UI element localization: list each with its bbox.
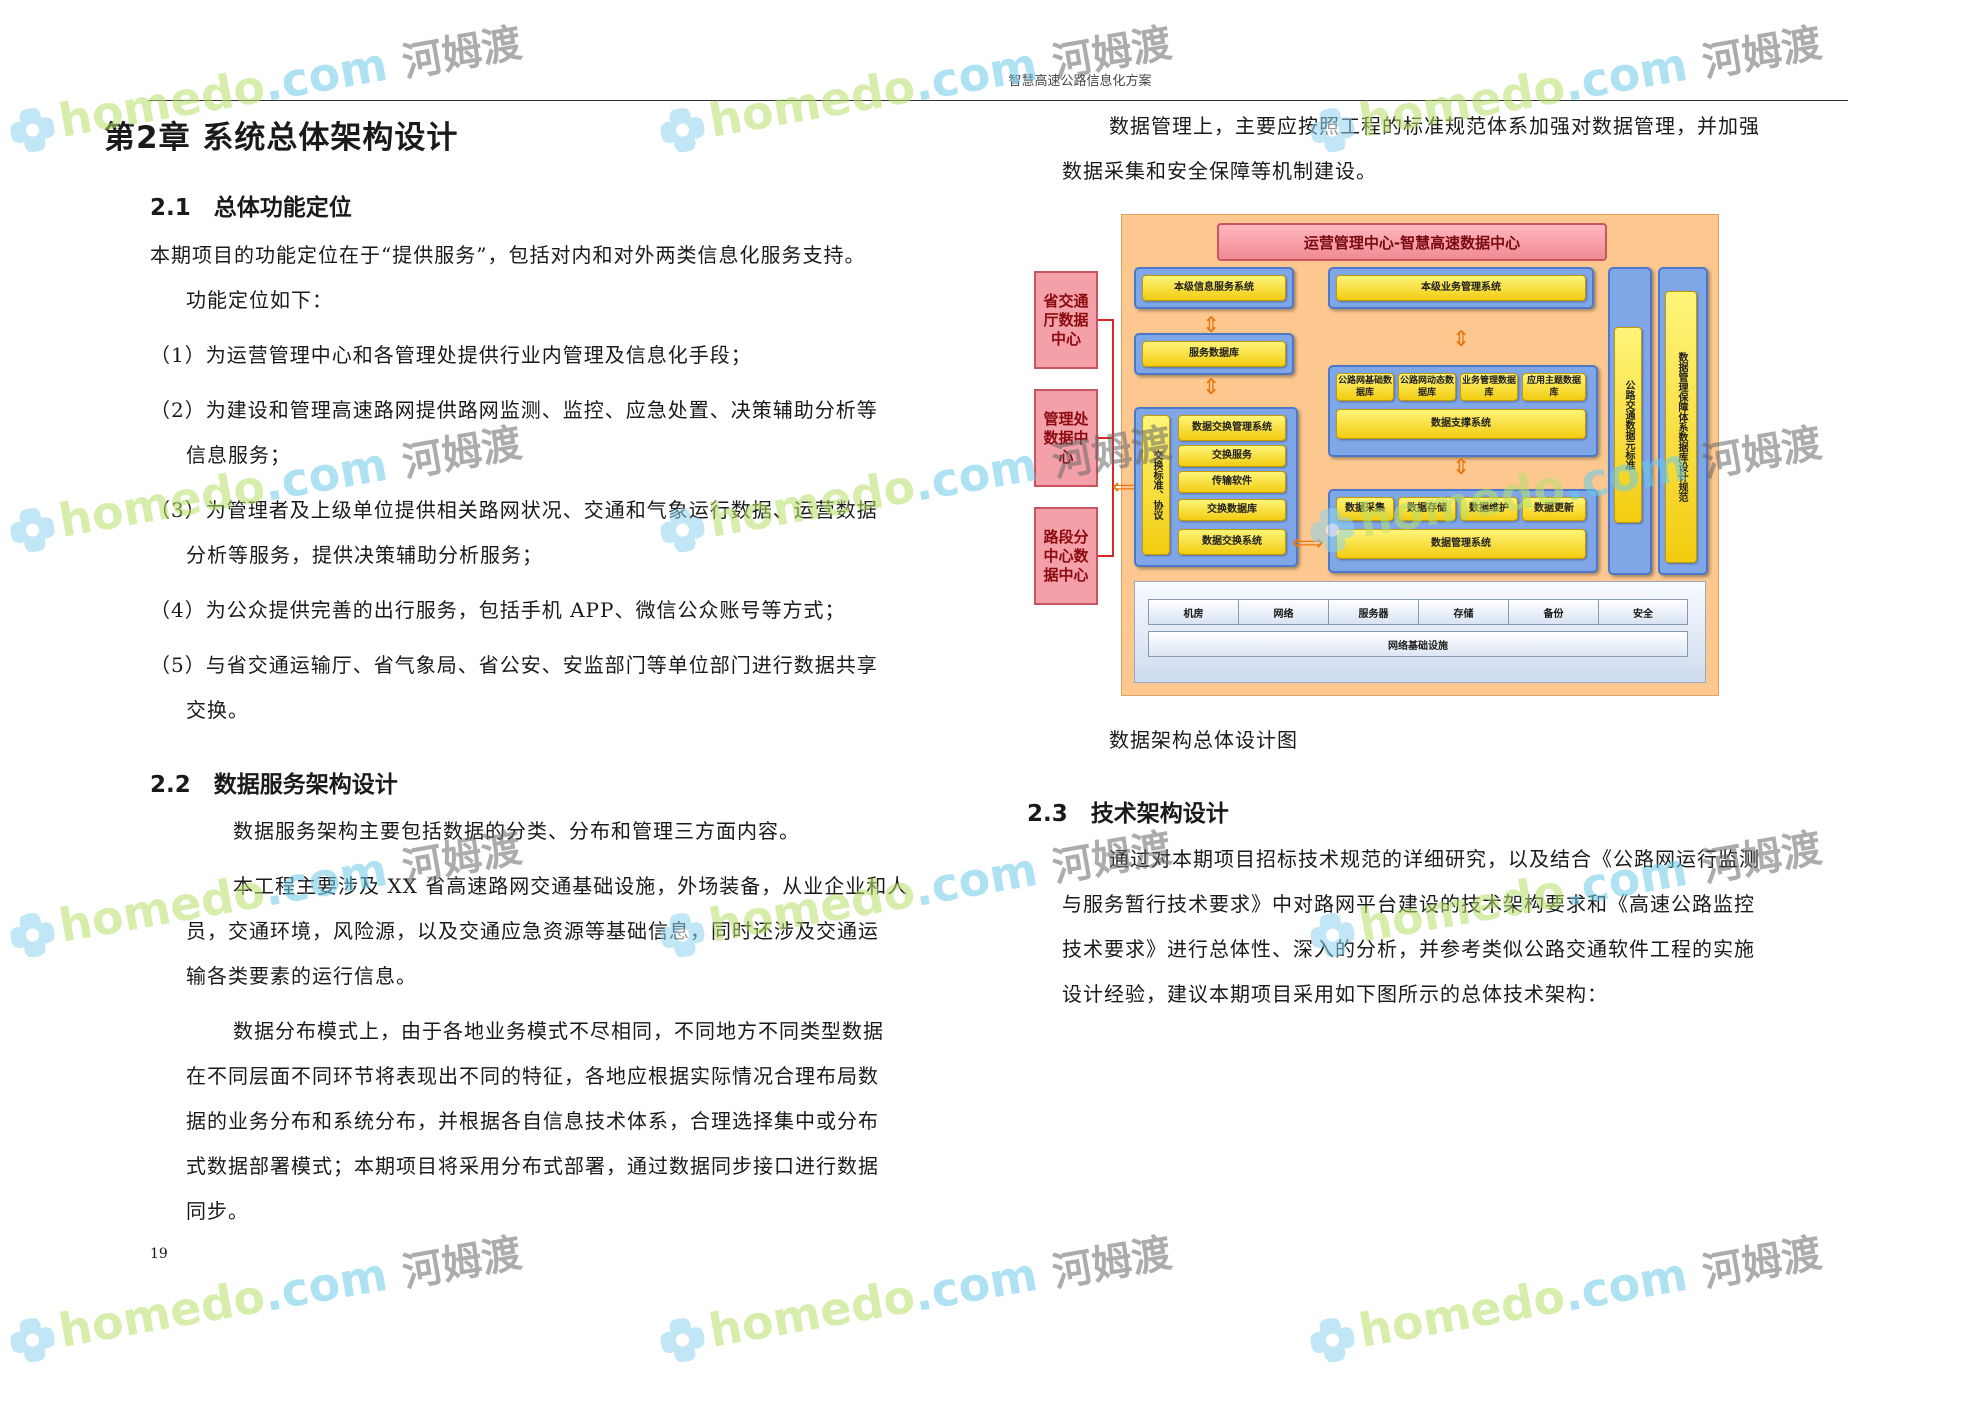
infra-item: 网络 (1239, 600, 1329, 624)
flower-logo-icon (6, 1314, 58, 1366)
paragraph-line: 员，交通环境，风险源，以及交通应急资源等基础信息，同时还涉及交通运 (186, 919, 879, 943)
list-item: （3）为管理者及上级单位提供相关路网状况、交通和气象运行数据、运营数据 (150, 498, 878, 522)
service-db-box: 服务数据库 (1142, 341, 1286, 367)
infra-item: 服务器 (1329, 600, 1419, 624)
transfer-software-box: 传输软件 (1178, 471, 1286, 493)
header-rule (148, 100, 1848, 101)
exchange-mgmt-box: 数据交换管理系统 (1178, 415, 1286, 441)
mgmt-item-box: 数据采集 (1336, 497, 1394, 521)
exchange-system-box: 数据交换系统 (1178, 529, 1286, 555)
province-data-center-box: 省交通厅数据中心 (1034, 271, 1098, 369)
list-item: （5）与省交通运输厅、省气象局、省公安、安监部门等单位部门进行数据共享 (150, 653, 878, 677)
vertical-arrow-icon: ⇕ (1452, 327, 1471, 352)
info-service-frame: 本级信息服务系统 (1134, 267, 1294, 309)
exchange-db-box: 交换数据库 (1178, 499, 1286, 521)
watermark: homedo.com 河姆渡 (655, 1220, 1176, 1367)
infra-row: 机房 网络 服务器 存储 备份 安全 (1148, 599, 1688, 625)
exchange-standard-box: 交换标准、协议 (1142, 415, 1170, 555)
exchange-service-box: 交换服务 (1178, 445, 1286, 467)
paragraph-line: 本工程主要涉及 XX 省高速路网交通基础设施，外场装备，从业企业和人 (233, 874, 909, 898)
connector-line (1098, 319, 1112, 321)
list-item-cont: 信息服务； (186, 443, 291, 467)
horizontal-arrow-icon: ⟺ (1292, 531, 1324, 556)
paragraph-line: 式数据部署模式；本期项目将采用分布式部署，通过数据同步接口进行数据 (186, 1154, 879, 1178)
connector-line (1098, 555, 1112, 557)
mgmt-system-box: 数据管理系统 (1336, 529, 1586, 559)
vertical-arrow-icon: ⇕ (1452, 455, 1471, 480)
business-mgmt-frame: 本级业务管理系统 (1328, 267, 1594, 309)
support-db-box: 公路网动态数据库 (1398, 373, 1456, 401)
running-header: 智慧高速公路信息化方案 (1008, 74, 1152, 89)
paragraph-line: 数据服务架构主要包括数据的分类、分布和管理三方面内容。 (233, 819, 800, 843)
watermark: homedo.com 河姆渡 (1305, 1220, 1826, 1367)
paragraph-line: 技术要求》进行总体性、深入的分析，并参考类似公路交通软件工程的实施 (1062, 937, 1755, 961)
service-db-frame: 服务数据库 (1134, 333, 1294, 375)
flower-logo-icon (6, 909, 58, 961)
paragraph-lead: 功能定位如下： (186, 288, 333, 312)
list-item: （2）为建设和管理高速路网提供路网监测、监控、应急处置、决策辅助分析等 (150, 398, 878, 422)
vertical-arrow-icon: ⇕ (1202, 375, 1221, 400)
figure-caption: 数据架构总体设计图 (1109, 728, 1298, 752)
road-standard-box: 公路交通数据元标准 (1614, 327, 1642, 523)
list-item-cont: 交换。 (186, 698, 249, 722)
list-item-cont: 分析等服务，提供决策辅助分析服务； (186, 543, 543, 567)
paragraph-line: 与服务暂行技术要求》中对路网平台建设的技术架构要求和《高速公路监控 (1062, 892, 1755, 916)
paragraph-line: 数据分布模式上，由于各地业务模式不尽相同，不同地方不同类型数据 (233, 1019, 884, 1043)
info-service-box: 本级信息服务系统 (1142, 275, 1286, 301)
support-db-box: 应用主题数据库 (1522, 373, 1586, 401)
section-heading-2-3: 2.3 技术架构设计 (1027, 801, 1229, 827)
section-heading-2-2: 2.2 数据服务架构设计 (150, 772, 398, 798)
security-standard-box: 数据管理保障体系数据库设计规范 (1665, 291, 1697, 563)
mgmt-item-box: 数据维护 (1460, 497, 1518, 521)
infra-item: 备份 (1509, 600, 1599, 624)
paragraph-intro: 本期项目的功能定位在于“提供服务”，包括对内和对外两类信息化服务支持。 (150, 243, 866, 267)
flower-logo-icon (656, 104, 708, 156)
flower-logo-icon (656, 1314, 708, 1366)
support-db-box: 公路网基础数据库 (1336, 373, 1394, 401)
flower-logo-icon (6, 504, 58, 556)
network-infra-box: 网络基础设施 (1148, 631, 1688, 657)
list-item: （1）为运营管理中心和各管理处提供行业内管理及信息化手段； (150, 343, 752, 367)
mgmt-item-box: 数据更新 (1522, 497, 1586, 521)
paragraph-line: 据的业务分布和系统分布，并根据各自信息技术体系，合理选择集中或分布 (186, 1109, 879, 1133)
connector-line (1112, 319, 1114, 557)
watermark: homedo.com 河姆渡 (5, 1220, 526, 1367)
infra-item: 机房 (1149, 600, 1239, 624)
infra-item: 存储 (1419, 600, 1509, 624)
mgmt-item-box: 数据存储 (1398, 497, 1456, 521)
flower-logo-icon (1306, 1314, 1358, 1366)
paragraph-line: 同步。 (186, 1199, 249, 1223)
section-heading-2-1: 2.1 总体功能定位 (150, 195, 352, 221)
page-number: 19 (150, 1246, 168, 1262)
paragraph-line: 数据采集和安全保障等机制建设。 (1062, 159, 1377, 183)
support-db-box: 业务管理数据库 (1460, 373, 1518, 401)
paragraph-line: 通过对本期项目招标技术规范的详细研究，以及结合《公路网运行监测 (1109, 847, 1760, 871)
flower-logo-icon (6, 104, 58, 156)
section-data-center-box: 路段分中心数据中心 (1034, 507, 1098, 605)
paragraph-line: 设计经验，建议本期项目采用如下图所示的总体技术架构： (1062, 982, 1608, 1006)
paragraph-line: 输各类要素的运行信息。 (186, 964, 417, 988)
support-system-box: 数据支撑系统 (1336, 409, 1586, 439)
admin-data-center-box: 管理处数据中心 (1034, 389, 1098, 487)
chapter-title: 第2章 系统总体架构设计 (104, 120, 459, 156)
infra-item: 安全 (1599, 600, 1687, 624)
paragraph-line: 在不同层面不同环节将表现出不同的特征，各地应根据实际情况合理布局数 (186, 1064, 879, 1088)
paragraph-line: 数据管理上，主要应按照工程的标准规范体系加强对数据管理，并加强 (1109, 114, 1760, 138)
diagram-title-box: 运营管理中心-智慧高速数据中心 (1217, 223, 1607, 261)
list-item: （4）为公众提供完善的出行服务，包括手机 APP、微信公众账号等方式； (150, 598, 846, 622)
vertical-arrow-icon: ⇕ (1202, 313, 1221, 338)
connector-line (1098, 437, 1112, 439)
business-mgmt-box: 本级业务管理系统 (1336, 275, 1586, 301)
data-architecture-diagram: 运营管理中心-智慧高速数据中心 省交通厅数据中心 管理处数据中心 路段分中心数据… (1034, 214, 1719, 696)
